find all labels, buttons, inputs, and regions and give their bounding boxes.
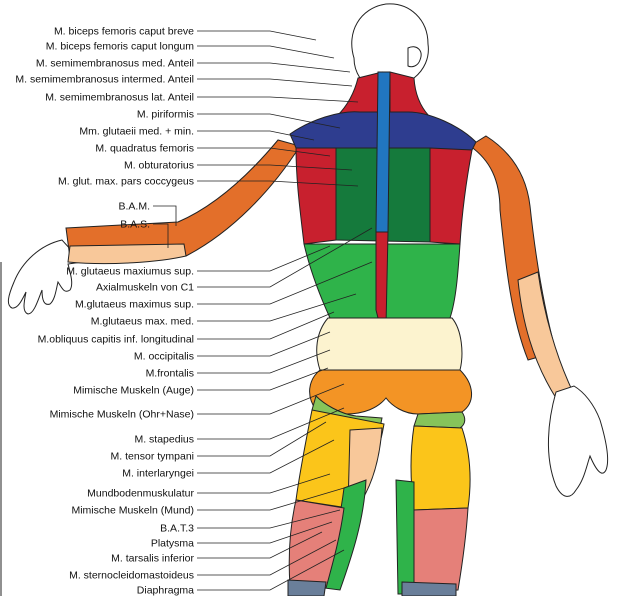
leader-lines <box>153 30 373 591</box>
leader-line-30 <box>197 539 337 576</box>
right-hand <box>548 385 609 497</box>
leader-line-15 <box>197 261 373 305</box>
leader-line-22 <box>197 407 345 440</box>
labels: M. biceps femoris caput breve M. biceps f… <box>15 26 194 596</box>
leader-line-23 <box>197 421 327 457</box>
right-thigh-yellow <box>410 425 471 511</box>
back-red-right <box>429 147 473 245</box>
label-20: Mimische Muskeln (Auge) <box>73 385 194 397</box>
leader-line-10 <box>197 180 359 187</box>
label-13: M. glutaeus maxiumus sup. <box>66 266 194 278</box>
label-28: Platysma <box>151 538 194 550</box>
leader-line-27 <box>197 509 341 529</box>
right-calf-pink <box>413 507 469 593</box>
leader-line-29 <box>197 531 323 559</box>
label-7: Mm. glutaeii med. + min. <box>79 126 194 138</box>
spine-blue <box>375 71 391 233</box>
label-11: B.A.M. <box>118 201 150 213</box>
label-17: M.obliquus capitis inf. longitudinal <box>38 334 194 346</box>
label-15: M.glutaeus maximus sup. <box>75 299 194 311</box>
label-1: M. biceps femoris caput breve <box>54 26 194 38</box>
right-leg-green <box>395 479 415 595</box>
leader-line-18 <box>197 331 331 357</box>
leader-line-14 <box>197 227 373 288</box>
label-9: M. obturatorius <box>124 160 194 172</box>
label-5: M. semimembranosus lat. Anteil <box>45 92 194 104</box>
leader-line-21 <box>197 383 345 415</box>
label-2: M. biceps femoris caput longum <box>46 41 194 53</box>
label-29: M. tarsalis inferior <box>111 553 194 565</box>
leader-line-4 <box>197 78 353 87</box>
label-26: Mimische Muskeln (Mund) <box>71 505 194 517</box>
buttocks-orange <box>309 369 472 415</box>
body-figure <box>7 3 609 596</box>
left-calf-pink <box>288 499 345 589</box>
label-30: M. sternocleidomastoideus <box>69 570 194 582</box>
label-21: Mimische Muskeln (Ohr+Nase) <box>50 409 194 421</box>
pelvic-cream <box>316 317 463 371</box>
leader-line-19 <box>197 349 331 374</box>
leader-line-1 <box>197 30 317 41</box>
label-8: M. quadratus femoris <box>95 143 194 155</box>
label-4: M. semimembranosus intermed. Anteil <box>15 74 194 86</box>
head <box>351 3 429 79</box>
leader-line-2 <box>197 45 335 59</box>
leader-line-13 <box>197 245 331 272</box>
leader-line-17 <box>197 311 335 340</box>
left-hand <box>7 239 84 315</box>
leader-line-7 <box>197 130 315 141</box>
right-foot <box>401 581 457 596</box>
label-10: M. glut. max. pars coccygeus <box>58 176 194 188</box>
label-19: M.frontalis <box>146 368 194 380</box>
left-arm-orange <box>65 139 301 259</box>
leader-line-3 <box>197 62 351 73</box>
spine-red <box>375 231 389 327</box>
back-red-left <box>295 147 337 245</box>
leader-line-24 <box>197 439 335 474</box>
leader-line-26 <box>197 487 345 511</box>
ear <box>407 46 422 68</box>
leader-line-5 <box>197 96 359 103</box>
thigh-light-green-right <box>413 411 466 429</box>
label-3: M. semimembranosus med. Anteil <box>36 58 194 70</box>
leader-line-20 <box>197 367 329 391</box>
leader-line-31 <box>197 549 345 591</box>
left-foot <box>287 579 327 596</box>
label-6: M. piriformis <box>137 109 194 121</box>
leader-line-12 <box>153 223 169 248</box>
leader-line-16 <box>197 293 357 322</box>
leader-line-8 <box>197 147 331 157</box>
left-forearm-peach <box>67 243 187 265</box>
label-23: M. tensor tympani <box>111 451 194 463</box>
leader-line-6 <box>197 113 341 129</box>
label-14: Axialmuskeln von C1 <box>96 282 194 294</box>
label-24: M. interlaryngei <box>122 468 194 480</box>
label-16: M.glutaeus max. med. <box>91 316 194 328</box>
label-27: B.A.T.3 <box>160 523 194 535</box>
label-12: B.A.S. <box>120 219 150 231</box>
label-25: Mundbodenmuskulatur <box>87 488 194 500</box>
leader-line-25 <box>197 473 331 494</box>
label-22: M. stapedius <box>134 434 194 446</box>
leader-line-28 <box>197 521 333 544</box>
leader-line-11 <box>153 205 177 226</box>
label-31: Diaphragma <box>137 585 194 596</box>
label-18: M. occipitalis <box>134 351 194 363</box>
leader-line-9 <box>197 164 353 171</box>
